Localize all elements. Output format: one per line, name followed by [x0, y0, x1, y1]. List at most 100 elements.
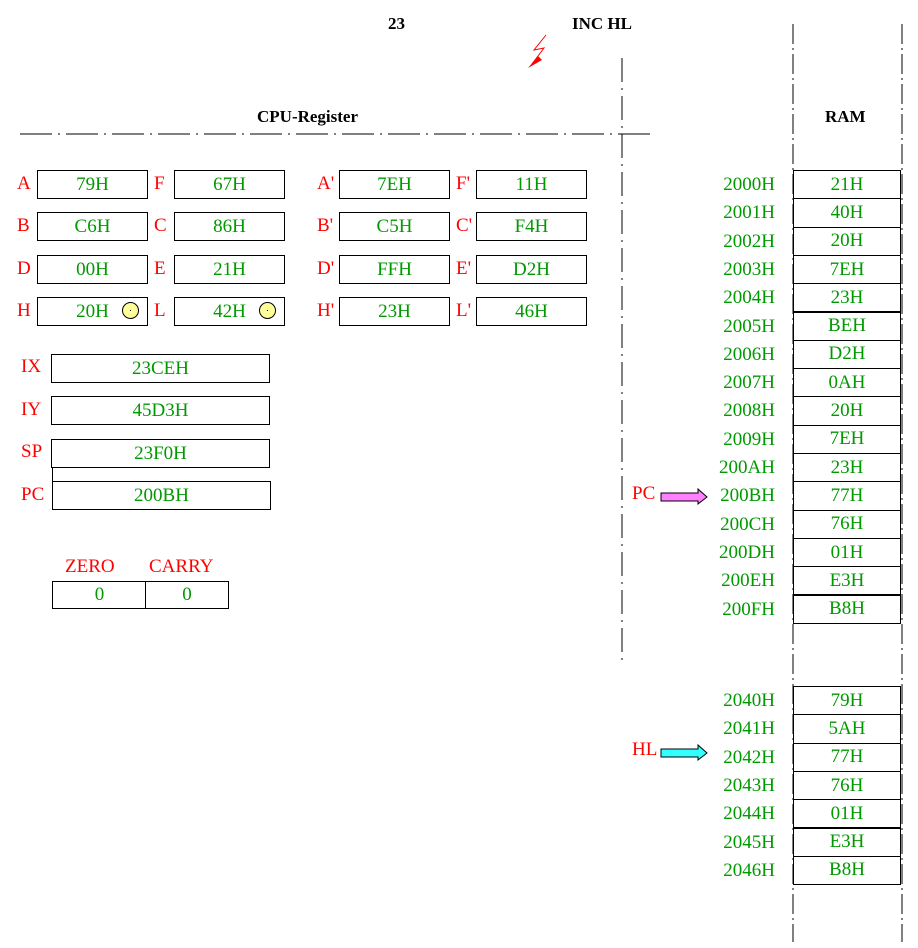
step-number: 23: [388, 14, 405, 33]
ram-row-divider: [793, 884, 901, 886]
register-label: SP: [21, 441, 43, 462]
register-b-prime: C5H: [339, 212, 450, 241]
ram-cell: 20H: [793, 226, 901, 256]
ram-cell: 21H: [793, 170, 901, 200]
hl-pointer-arrow-icon: [660, 743, 708, 762]
ram-address: 2009H: [723, 428, 775, 450]
ram-cell: 20H: [793, 396, 901, 426]
register-label: F: [154, 173, 165, 194]
register-a-prime: 7EH: [339, 170, 450, 199]
register-e-prime: D2H: [476, 255, 587, 284]
flag-carry: 0: [145, 581, 229, 609]
register-label: F': [456, 173, 470, 194]
ram-address: 2004H: [723, 287, 775, 309]
register-label: IX: [21, 356, 42, 377]
register-c-prime: F4H: [476, 212, 587, 241]
register-label: C: [154, 215, 167, 236]
ram-cell: 40H: [793, 198, 901, 228]
ram-address: 2044H: [723, 803, 775, 825]
ram-cell: 01H: [793, 799, 901, 829]
register-label: D': [317, 258, 335, 279]
ram-cell: 76H: [793, 509, 901, 539]
ram-address: 200FH: [722, 598, 775, 620]
ram-address: 2046H: [723, 859, 775, 881]
ram-cell: 77H: [793, 481, 901, 511]
register-d: 00H: [37, 255, 148, 284]
register-h-active-indicator-icon: [122, 302, 139, 319]
register-f-prime: 11H: [476, 170, 587, 199]
ram-address: 200EH: [721, 570, 775, 592]
pc-pointer-arrow-icon: [660, 487, 708, 506]
register-iy: 45D3H: [51, 396, 270, 425]
cpu-divider-line: [20, 133, 656, 135]
sp-pc-connector: [52, 467, 53, 481]
ram-cell: 23H: [793, 453, 901, 483]
ram-cell: B8H: [793, 594, 901, 624]
ram-address: 2008H: [723, 400, 775, 422]
register-c: 86H: [174, 212, 285, 241]
ram-cell: 7EH: [793, 424, 901, 454]
register-label: D: [17, 258, 31, 279]
register-h: 20H: [37, 297, 148, 326]
ram-cell: 5AH: [793, 714, 901, 744]
register-label: L': [456, 300, 472, 321]
cpu-register-title: CPU-Register: [257, 107, 359, 126]
register-label: E: [154, 258, 166, 279]
register-label: H': [317, 300, 335, 321]
ram-address: 2000H: [723, 174, 775, 195]
register-pc: 200BH: [52, 481, 271, 510]
flag-label-zero: ZERO: [65, 556, 115, 577]
ram-row-divider: [793, 622, 901, 624]
ram-address: 2003H: [723, 258, 775, 280]
ram-cell: E3H: [793, 827, 901, 857]
ram-cell: 76H: [793, 770, 901, 801]
ram-address: 2007H: [723, 372, 775, 394]
register-ix: 23CEH: [51, 354, 270, 383]
ram-right-border: [901, 24, 903, 942]
ram-address: 2001H: [723, 202, 775, 224]
register-label: L: [154, 300, 166, 321]
ram-cell: BEH: [793, 311, 901, 341]
lightning-icon: [528, 34, 547, 68]
section-divider-line: [621, 58, 623, 661]
register-l-active-indicator-icon: [259, 302, 276, 319]
ram-address: 2040H: [723, 690, 775, 711]
hl-pointer-label: HL: [632, 739, 658, 760]
ram-cell: E3H: [793, 566, 901, 596]
ram-cell: 0AH: [793, 368, 901, 398]
register-l-prime: 46H: [476, 297, 587, 326]
pc-pointer-label: PC: [632, 483, 656, 504]
register-label: E': [456, 258, 472, 279]
ram-address: 2002H: [723, 230, 775, 252]
ram-cell: 79H: [793, 686, 901, 716]
ram-cell: 77H: [793, 742, 901, 772]
register-b: C6H: [37, 212, 148, 241]
ram-cell: 01H: [793, 537, 901, 568]
ram-address: 2045H: [723, 831, 775, 853]
register-label: B': [317, 215, 334, 236]
ram-cell: 7EH: [793, 254, 901, 285]
register-label: IY: [21, 399, 42, 420]
ram-address: 2006H: [723, 343, 775, 365]
flag-zero: 0: [52, 581, 147, 609]
ram-title: RAM: [825, 107, 866, 126]
register-label: A: [17, 173, 31, 194]
register-label: A': [317, 173, 335, 194]
ram-address: 200CH: [720, 513, 775, 535]
register-d-prime: FFH: [339, 255, 450, 284]
register-f: 67H: [174, 170, 285, 199]
register-label: PC: [21, 484, 45, 505]
ram-cell: B8H: [793, 855, 901, 886]
ram-address: 2005H: [723, 315, 775, 337]
instruction-title: INC HL: [572, 14, 632, 33]
register-h-prime: 23H: [339, 297, 450, 326]
register-a: 79H: [37, 170, 148, 199]
ram-cell: 23H: [793, 283, 901, 313]
ram-address: 200AH: [719, 457, 775, 478]
ram-address: 200BH: [720, 485, 775, 507]
register-label: C': [456, 215, 473, 236]
register-label: B: [17, 215, 30, 236]
ram-address: 2041H: [723, 718, 775, 740]
ram-address: 2042H: [723, 746, 775, 768]
ram-address: 200DH: [719, 541, 775, 563]
